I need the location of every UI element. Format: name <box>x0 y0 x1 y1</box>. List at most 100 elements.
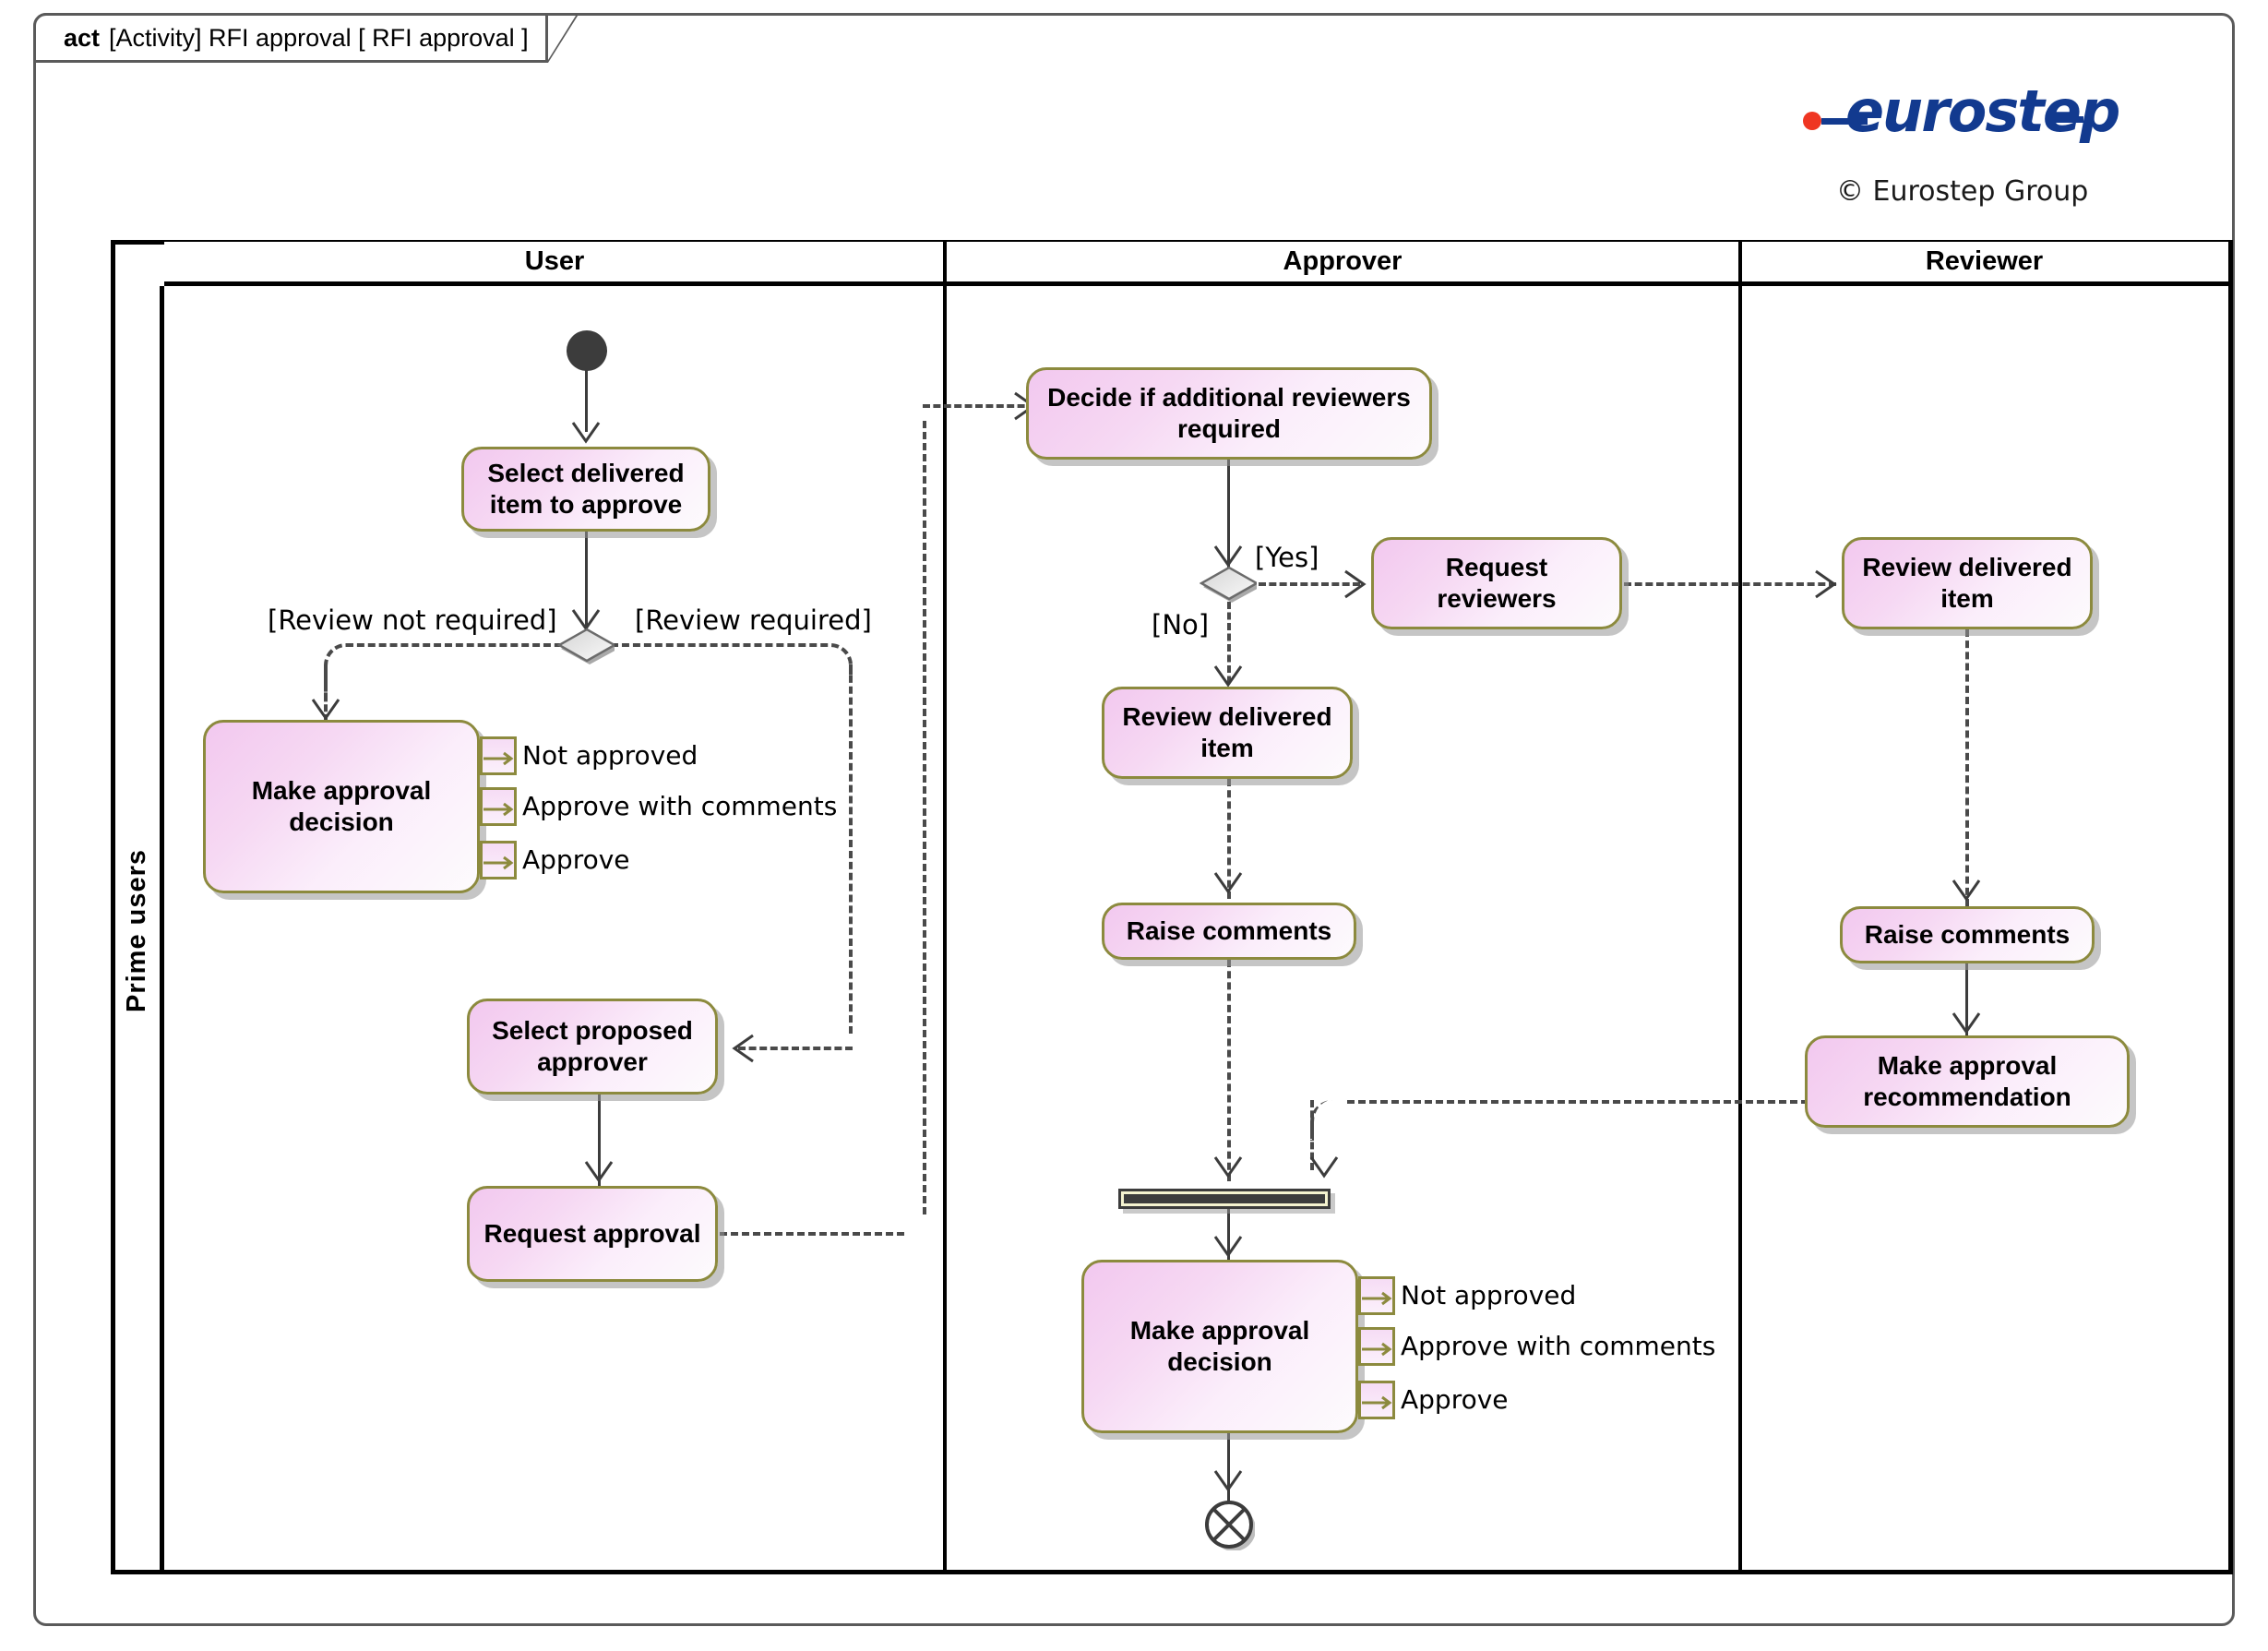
arrowhead-down <box>1213 665 1243 688</box>
edge-rail-to-approver-sel <box>738 1047 853 1050</box>
edge-decide-to-diamond <box>1227 460 1230 572</box>
activity-approver-make-approval-decision[interactable]: Make approval decision <box>1081 1260 1358 1433</box>
eurostep-logo: eurostep <box>1801 78 2120 145</box>
lane-divider-user-approver <box>943 242 947 1573</box>
edge-request-approval-out <box>720 1232 904 1236</box>
arrowhead-down <box>1213 872 1243 894</box>
partition-prime-users-label: Prime users <box>111 286 164 1574</box>
edge-select-to-decision <box>585 532 588 635</box>
activity-request-approval[interactable]: Request approval <box>467 1186 718 1282</box>
arrowhead-down <box>311 699 340 721</box>
edge-review-not-required <box>324 643 567 699</box>
edge-review-required-rail <box>849 664 853 1034</box>
output-pin-approver-approve-with-comments[interactable] <box>1358 1327 1395 1366</box>
logo-right-bar <box>2048 116 2083 123</box>
edge-recommendation-corner <box>1310 1100 1351 1141</box>
guard-no: [No] <box>1150 609 1212 640</box>
edge-recommendation-to-join <box>1347 1100 1808 1104</box>
edge-request-approval-rail <box>923 421 926 1214</box>
activity-approver-review-delivered-item[interactable]: Review delivered item <box>1102 687 1353 779</box>
arrowhead-down <box>1213 545 1243 568</box>
edge-selapprover-to-request <box>598 1095 601 1187</box>
frame-title: [Activity] RFI approval [ RFI approval ] <box>109 23 529 52</box>
activity-select-proposed-approver-label: Select proposed approver <box>492 1015 693 1076</box>
activity-reviewer-review-delivered-item-label: Review delivered item <box>1862 552 2072 613</box>
output-pin-not-approved[interactable] <box>480 736 517 775</box>
activity-make-approval-recommendation-label: Make approval recommendation <box>1863 1050 2071 1111</box>
edge-recommendation-down <box>1310 1100 1314 1170</box>
guard-yes: [Yes] <box>1253 542 1321 573</box>
arrowhead-down <box>1309 1156 1339 1178</box>
activity-user-make-approval-decision-label: Make approval decision <box>251 775 432 836</box>
arrowhead-right <box>1815 569 1837 599</box>
arrowhead-down <box>584 1161 614 1183</box>
decision-node-additional-reviewers <box>1200 566 1257 603</box>
frame-header: act [Activity] RFI approval [ RFI approv… <box>33 13 548 63</box>
edge-review-required <box>611 643 853 680</box>
edge-to-decide-reviewers <box>923 404 1035 408</box>
activity-select-proposed-approver[interactable]: Select proposed approver <box>467 999 718 1095</box>
activity-select-delivered-item-label: Select delivered item to approve <box>487 458 685 519</box>
arrowhead-down <box>1213 1156 1243 1178</box>
activity-select-delivered-item[interactable]: Select delivered item to approve <box>461 447 710 532</box>
initial-node <box>567 330 607 371</box>
output-pin-approver-not-approved[interactable] <box>1358 1276 1395 1315</box>
arrowhead-down <box>1952 1012 1981 1035</box>
activity-approver-make-approval-decision-label: Make approval decision <box>1129 1315 1310 1376</box>
activity-reviewer-review-delivered-item[interactable]: Review delivered item <box>1842 537 2093 629</box>
output-pin-approver-approve-with-comments-label: Approve with comments <box>1401 1331 1716 1361</box>
lane-divider-approver-reviewer <box>1738 242 1742 1573</box>
lane-header-user-label: User <box>524 246 585 276</box>
activity-make-approval-recommendation[interactable]: Make approval recommendation <box>1805 1035 2130 1128</box>
activity-reviewer-raise-comments[interactable]: Raise comments <box>1840 906 2095 963</box>
edge-request-rail-top <box>923 404 980 441</box>
edge-no-down <box>1227 602 1231 694</box>
lane-header-approver-label: Approver <box>1283 246 1403 276</box>
edge-yes-to-request-reviewers <box>1259 582 1360 586</box>
edge-reviewer-comments-to-recommendation <box>1965 963 1968 1039</box>
edge-request-reviewers-to-review <box>1624 582 1836 586</box>
activity-request-reviewers-label: Request reviewers <box>1437 552 1557 613</box>
arrowhead-left <box>732 1034 754 1063</box>
logo-wordmark: eurostep <box>1845 78 2120 145</box>
edge-approver-comments-to-join <box>1227 960 1231 1181</box>
activity-decide-additional-reviewers-label: Decide if additional reviewers required <box>1047 382 1411 443</box>
arrowhead-down <box>1952 879 1981 902</box>
partition-prime-users <box>111 286 164 1574</box>
guard-review-not-required: [Review not required] <box>266 604 559 636</box>
edge-approver-review-to-comments <box>1227 779 1231 899</box>
output-pin-approver-approve-label: Approve <box>1401 1384 1509 1415</box>
join-node <box>1118 1189 1331 1209</box>
edge-initial-to-select <box>585 369 588 432</box>
output-pin-approver-approve[interactable] <box>1358 1381 1395 1419</box>
activity-approver-raise-comments-label: Raise comments <box>1126 915 1332 945</box>
logo-left-bar <box>1821 118 1868 125</box>
activity-approver-review-delivered-item-label: Review delivered item <box>1122 701 1332 762</box>
output-pin-approver-not-approved-label: Not approved <box>1401 1280 1577 1310</box>
arrowhead-right <box>1344 569 1367 599</box>
lane-header-reviewer: Reviewer <box>1740 242 2228 286</box>
activity-request-approval-label: Request approval <box>483 1218 701 1248</box>
copyright-text: © Eurostep Group <box>1836 175 2089 208</box>
activity-decide-additional-reviewers[interactable]: Decide if additional reviewers required <box>1026 367 1432 460</box>
activity-user-make-approval-decision[interactable]: Make approval decision <box>203 720 480 893</box>
edge-join-to-decision <box>1227 1209 1230 1264</box>
lane-header-approver: Approver <box>945 242 1740 286</box>
frame-tab-corner-inner <box>548 16 576 60</box>
partition-label-text: Prime users <box>122 848 152 1012</box>
lane-header-user: User <box>164 242 945 286</box>
arrowhead-down <box>1213 1236 1243 1258</box>
output-pin-approve-with-comments-label: Approve with comments <box>522 791 838 821</box>
logo-dot-icon <box>1803 112 1821 130</box>
output-pin-approve[interactable] <box>480 841 517 879</box>
activity-request-reviewers[interactable]: Request reviewers <box>1371 537 1622 629</box>
decision-node-review-required <box>557 628 615 664</box>
edge-review-not-required-down <box>324 664 328 722</box>
arrowhead-down <box>571 422 601 444</box>
lane-header-reviewer-label: Reviewer <box>1925 246 2044 276</box>
arrowhead-down <box>571 609 601 631</box>
activity-approver-raise-comments[interactable]: Raise comments <box>1102 903 1356 960</box>
guard-review-required: [Review required] <box>633 604 874 636</box>
output-pin-approve-with-comments[interactable] <box>480 787 517 826</box>
